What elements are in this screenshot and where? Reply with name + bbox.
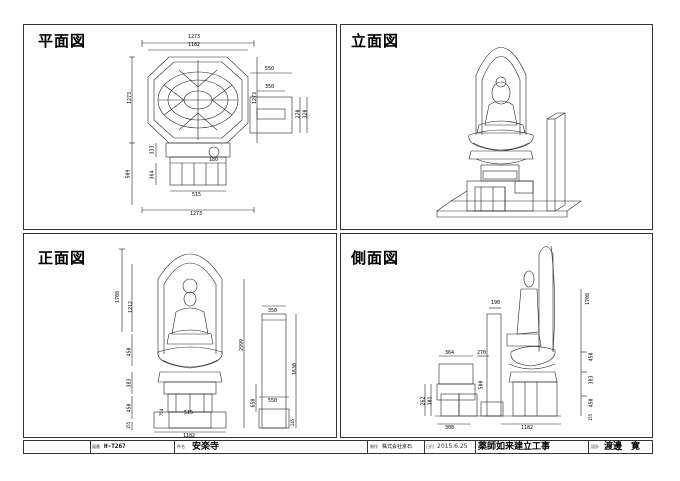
dim-plan-base-w: 515 [192, 192, 202, 198]
dim-plan-box-h2: 320 [302, 109, 309, 119]
dim-plan-w2: 1182 [188, 42, 201, 48]
drawing-number: H-T267 [104, 441, 175, 453]
dim-side-190: 190 [491, 300, 501, 306]
dim-side-155: 155 [588, 413, 594, 422]
front-view-title: 正面図 [38, 249, 87, 267]
dim-side-1708: 1708 [585, 292, 592, 306]
dim-plan-h-right: 1273 [252, 91, 259, 105]
dim-front-245: 245 [290, 418, 296, 427]
drawing-date: 2015.6.25 [437, 441, 476, 453]
title-block-label-maker: 制作 [370, 444, 378, 449]
dim-side-270: 270 [477, 350, 487, 356]
dim-side-450b: 450 [588, 398, 595, 408]
title-block-label-designer: 設計 [591, 444, 599, 449]
plan-view-title: 平面図 [38, 32, 87, 50]
dim-front-1708: 1708 [115, 290, 122, 304]
dim-front-650: 650 [250, 398, 257, 408]
title-block-label-date: 日付 [426, 444, 434, 449]
dim-plan-total-low: 509 [125, 169, 132, 179]
dim-plan-h-left: 1273 [127, 91, 134, 105]
title-block-label-name: 件名 [177, 444, 185, 449]
dim-front-2999: 2999 [239, 338, 246, 352]
dim-plan-w1: 1273 [188, 34, 201, 40]
dim-side-383: 383 [588, 375, 595, 385]
dim-plan-bottom-w: 1273 [190, 211, 203, 217]
dim-front-450b: 450 [126, 403, 133, 413]
dim-front-155: 155 [126, 421, 132, 430]
project-name: 薬師如来建立工事 [478, 441, 589, 453]
elevation-view-drawing [436, 47, 582, 218]
plan-view-drawing [129, 40, 308, 213]
dim-plan-base-low: 364 [149, 170, 156, 180]
designer-name: 渡邊 寛 [604, 442, 641, 452]
dim-side-450: 450 [588, 352, 595, 362]
side-view-title: 側面図 [351, 249, 400, 267]
title-block-label-drawing-no: 図番 [92, 444, 100, 449]
panel-front-view: 正面図 [23, 233, 337, 439]
dim-front-383: 383 [126, 378, 133, 388]
dim-front-1212: 1212 [128, 300, 135, 314]
dim-side-301: 301 [427, 396, 434, 406]
dim-plan-box-h1: 270 [295, 109, 302, 119]
dim-front-1182: 1182 [183, 433, 196, 439]
dim-front-450: 450 [126, 347, 133, 357]
dim-plan-box-w1: 550 [265, 66, 275, 72]
front-view-drawing [119, 248, 297, 433]
title-block: 図番 H-T267 件名 安楽寺 制作 株式会社京石 日付 2015.6.25 … [23, 440, 653, 454]
dim-plan-base-h: 333 [149, 145, 156, 155]
dim-side-308: 308 [445, 425, 455, 431]
panel-elevation-view: 立面図 [340, 24, 653, 230]
dim-front-515: 515 [184, 410, 194, 416]
panel-plan-view: 平面図 [23, 24, 337, 230]
maker-name: 株式会社京石 [382, 441, 425, 453]
dim-front-350: 350 [268, 308, 278, 314]
dim-plan-circle: 180 [209, 157, 219, 163]
dim-front-1630: 1630 [292, 362, 299, 376]
side-view-drawing [424, 245, 587, 425]
temple-name: 安楽寺 [192, 441, 368, 453]
dim-front-754: 754 [159, 408, 165, 417]
dim-side-1182: 1182 [521, 425, 534, 431]
panel-side-view: 側面図 1708 450 [340, 233, 653, 438]
dim-side-500: 500 [478, 380, 485, 390]
dim-side-364: 364 [445, 350, 455, 356]
elevation-view-title: 立面図 [351, 32, 400, 50]
dim-plan-box-w2: 350 [265, 84, 275, 90]
dim-front-550: 550 [268, 398, 278, 404]
title-block-logo-cell [24, 441, 91, 453]
dim-side-262: 262 [420, 396, 427, 406]
